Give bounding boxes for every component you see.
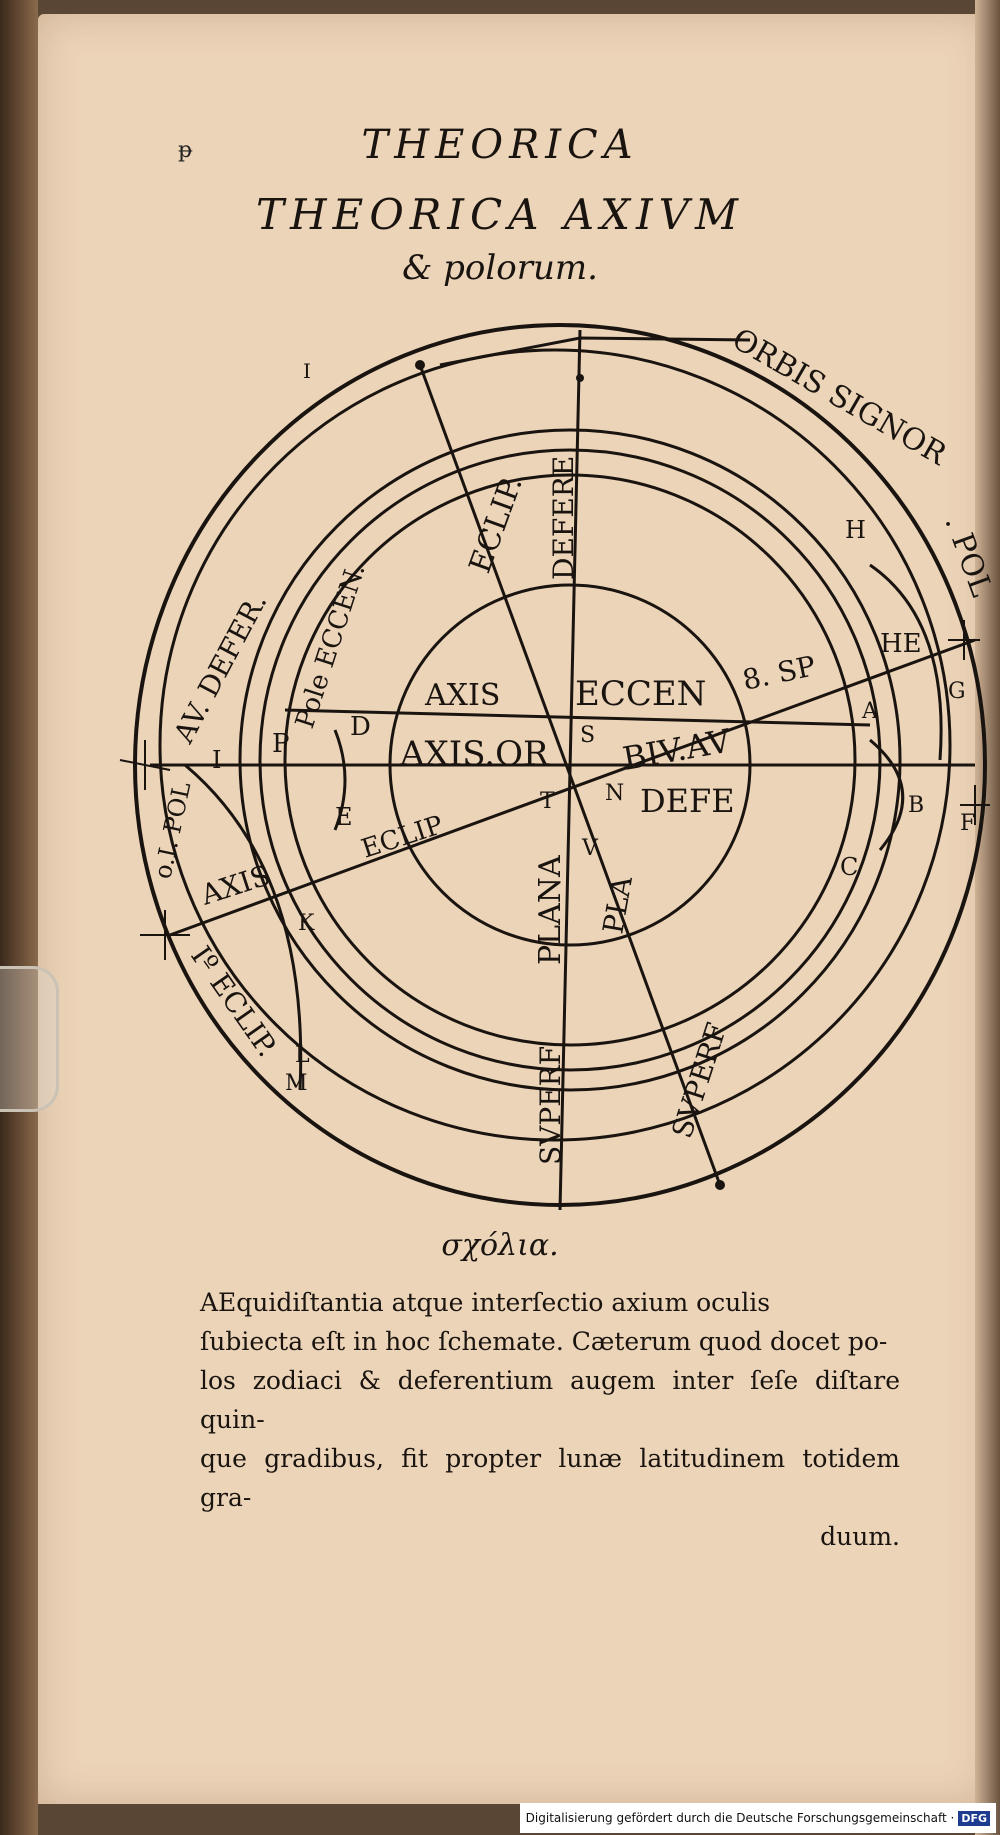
- label-l: L: [295, 1043, 310, 1068]
- label-supref-right: SVPERF: [665, 1019, 733, 1143]
- label-eclip-top: ECLIP.: [463, 472, 530, 578]
- label-orbis: ORBIS SIGNOR: [726, 322, 953, 474]
- text-line: AEquidiſtantia atque interſectio axium o…: [200, 1288, 771, 1317]
- label-eclip-mid: ECLIP: [358, 810, 447, 864]
- label-d: D: [350, 712, 371, 742]
- label-defere-top: DEFERE: [547, 456, 580, 580]
- label-plana: PLANA: [533, 855, 568, 965]
- running-head: THEORICA: [361, 122, 639, 168]
- arc-d: [333, 729, 347, 831]
- arc-i: [184, 763, 303, 1091]
- label-c: C: [840, 853, 858, 881]
- label-s: S: [580, 723, 595, 748]
- label-n: N: [605, 781, 624, 806]
- page-edge: [975, 0, 1000, 1835]
- label-a: A: [861, 699, 879, 724]
- text-line: los zodiaci & deferentium augem inter ſe…: [200, 1366, 900, 1434]
- label-pole-eccen: Pole ECCEN.: [290, 560, 371, 732]
- top-segment: [439, 336, 751, 367]
- label-pla: PLA: [596, 873, 639, 936]
- outer-circle: [158, 348, 952, 1142]
- text-line: ſubiecta eſt in hoc ſchemate. Cæterum qu…: [200, 1327, 888, 1356]
- label-he: HE: [880, 629, 922, 659]
- label-axis-upper: AXIS: [424, 678, 500, 713]
- label-i: I: [212, 746, 221, 774]
- scholia-heading: σχόλια.: [441, 1228, 559, 1263]
- page-mark: ᵽ: [178, 138, 193, 163]
- dfg-logo: DFG: [958, 1811, 990, 1826]
- label-pol-left: o.I. POL: [148, 779, 196, 881]
- label-axis-left: AXIS: [196, 859, 274, 912]
- label-e: E: [335, 803, 353, 831]
- arc-h: [869, 563, 943, 761]
- deferent-outer-circle: [238, 428, 902, 1092]
- credit-text: Digitalisierung gefördert durch die Deut…: [525, 1811, 955, 1825]
- label-pol: . POL: [937, 511, 999, 602]
- label-p: P: [272, 729, 290, 759]
- deferent-middle-circle: [258, 448, 882, 1072]
- label-m: M: [285, 1071, 308, 1096]
- page-clip: [0, 966, 59, 1112]
- ecliptic-line: [169, 638, 976, 937]
- commentary-text: AEquidiſtantia atque interſectio axium o…: [200, 1283, 900, 1556]
- eccentric-line: [284, 708, 871, 727]
- digitization-credit: Digitalisierung gefördert durch die Deut…: [519, 1803, 996, 1833]
- arc-b: [869, 738, 905, 851]
- label-i-mark: I: [303, 359, 311, 383]
- ecliptic-axis: [418, 364, 722, 1186]
- label-axis-or: AXIS.OR: [399, 734, 550, 774]
- label-biv-av: BIV.AV: [620, 721, 734, 777]
- vertical-axis: [558, 329, 582, 1211]
- label-sp: 8. SP: [740, 649, 819, 697]
- label-b: B: [908, 793, 924, 818]
- page-subtitle: & polorum.: [402, 248, 598, 288]
- label-supref-left: SVPERF: [534, 1046, 567, 1165]
- deferent-inner-circle: [283, 473, 857, 1047]
- page-title: THEORICA AXIVM: [256, 190, 744, 239]
- text-line: que gradibus, fit propter lunæ latitudin…: [200, 1444, 900, 1512]
- label-f: F: [960, 811, 975, 836]
- label-v: V: [581, 836, 599, 861]
- label-defe: DEFE: [640, 782, 735, 820]
- label-eccen: ECCEN: [575, 674, 706, 714]
- label-k: K: [298, 911, 315, 936]
- label-h1: H: [845, 516, 866, 544]
- label-g: G: [948, 679, 966, 704]
- text-line: duum.: [820, 1522, 900, 1551]
- label-t: T: [540, 789, 555, 814]
- book-spine: [0, 0, 38, 1835]
